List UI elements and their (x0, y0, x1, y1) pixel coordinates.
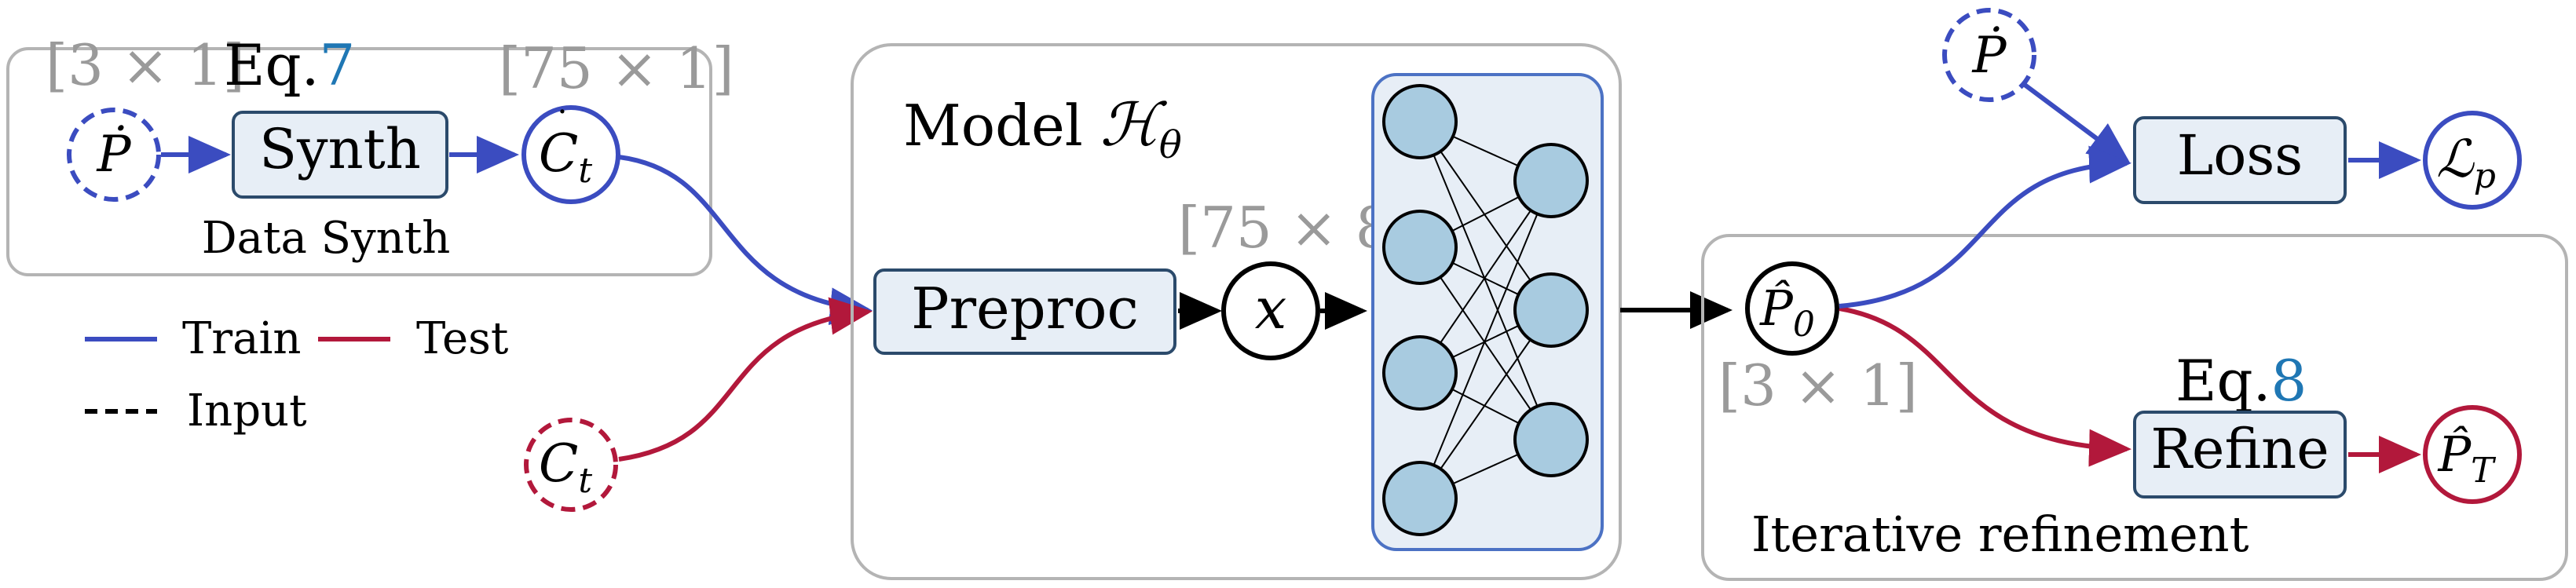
eq-number: 7 (320, 32, 356, 98)
pt-node-label: P̂T (2437, 425, 2497, 491)
neuron (1513, 272, 1589, 348)
p0-node (1745, 261, 1839, 356)
refine-box-label: Refine (2150, 417, 2329, 481)
edge-test-ct-to-preproc (618, 297, 873, 462)
synth-output-node-label: Ct (539, 123, 593, 191)
data-synth-eq-ref: Eq.7 (224, 32, 355, 98)
eq-label: Eq. (2175, 348, 2271, 414)
eq-number: 8 (2271, 348, 2307, 414)
lp-node-label: ℒp (2436, 129, 2496, 196)
test-input-node-label: Ct (539, 433, 593, 501)
synth-output-node (521, 105, 620, 204)
neuron (1382, 84, 1458, 159)
p0-dim: [3 × 1] (1718, 352, 1918, 418)
nn-output-layer (1513, 143, 1589, 477)
eq-label: Eq. (224, 32, 320, 98)
refinement-group (1701, 234, 2568, 581)
refinement-label: Iterative refinement (1751, 506, 2249, 563)
refine-box (2133, 411, 2347, 499)
data-synth-group (6, 47, 712, 276)
loss-box-label: Loss (2177, 123, 2303, 188)
edge-p0-to-refine (1839, 306, 2131, 467)
p0-node-label: P̂0 (1759, 279, 1815, 345)
loss-input-node-label: Ṗ (1971, 26, 2007, 85)
x-node-label: x (1255, 276, 1287, 341)
neuron (1382, 210, 1458, 285)
neuron (1513, 402, 1589, 477)
synth-box-label: Synth (259, 117, 421, 181)
data-synth-output-dim: [75 × 1] (499, 35, 734, 101)
refine-eq-ref: Eq.8 (2175, 348, 2307, 414)
x-node (1221, 261, 1320, 360)
data-synth-label: Data Synth (202, 213, 451, 264)
data-synth-input-dim: [3 × 1] (46, 32, 245, 98)
edge-train-ct-to-preproc (618, 155, 873, 326)
loss-box (2133, 116, 2347, 204)
legend-train-label: Train (182, 313, 301, 364)
pt-node (2423, 405, 2522, 504)
loss-input-node (1942, 8, 2036, 102)
edge-pdot-to-loss (2023, 82, 2131, 164)
synth-input-node-label: Ṗ (96, 125, 131, 184)
edge-p0-to-loss (1839, 145, 2131, 309)
test-input-node (524, 418, 618, 512)
synth-box (232, 111, 448, 199)
ct-dot-mark: · (558, 94, 568, 130)
lp-node (2423, 111, 2522, 210)
legend-input-label: Input (187, 385, 307, 436)
preproc-box (873, 268, 1176, 355)
neuron (1382, 335, 1458, 411)
neuron (1382, 461, 1458, 536)
preproc-box-label: Preproc (911, 276, 1139, 341)
nn-input-layer (1382, 84, 1458, 536)
legend-test-label: Test (416, 313, 509, 364)
synth-input-node (67, 108, 161, 202)
neuron (1513, 143, 1589, 218)
